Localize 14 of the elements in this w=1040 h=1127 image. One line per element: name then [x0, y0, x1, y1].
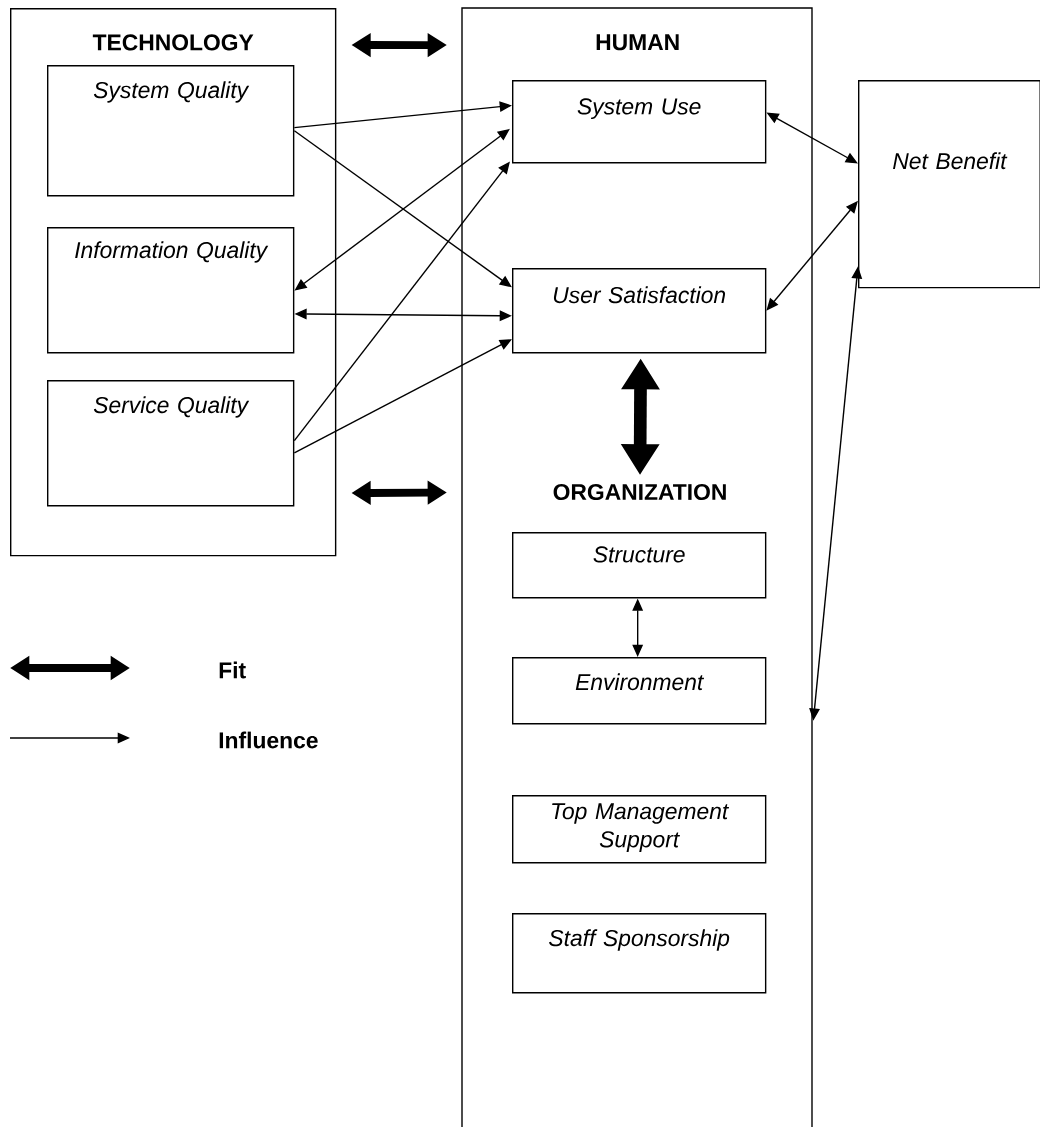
- arrow: [293, 339, 512, 454]
- factor-box: Service Quality: [47, 380, 295, 507]
- section-heading: ORGANIZATION: [553, 483, 726, 501]
- factor-box: Staff Sponsorship: [512, 913, 767, 994]
- factor-box: Information Quality: [47, 227, 295, 354]
- factor-box: Net Benefit: [858, 80, 1040, 289]
- factor-box: Structure: [512, 532, 767, 599]
- factor-box: System Quality: [47, 65, 295, 197]
- factor-box: Environment: [512, 657, 767, 725]
- legend-label: Influence: [219, 731, 318, 749]
- factor-box: Top Management Support: [512, 795, 767, 864]
- legend-label: Fit: [219, 661, 246, 679]
- factor-box: User Satisfaction: [512, 268, 767, 354]
- factor-box: System Use: [512, 80, 767, 164]
